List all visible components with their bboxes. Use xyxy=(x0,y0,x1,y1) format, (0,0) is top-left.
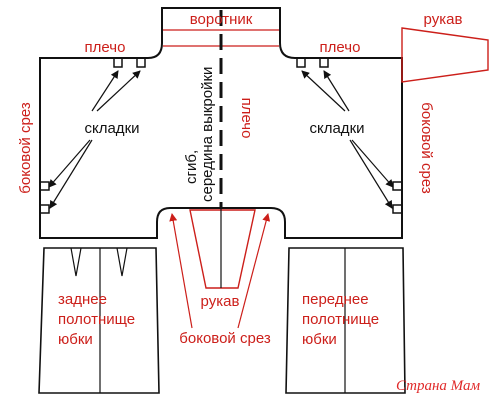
fold-label-line-1: сгиб, xyxy=(183,150,200,184)
back-skirt-dart-2 xyxy=(116,247,128,277)
collar-label: воротник xyxy=(190,11,253,28)
side-seam-arrows xyxy=(169,213,271,329)
folds-left-label: складки xyxy=(84,120,139,137)
side-darts-left xyxy=(41,181,50,214)
fold-arrows-left xyxy=(48,70,141,209)
front-panel-label-1: переднее xyxy=(302,291,369,308)
folds-right-label: складки xyxy=(309,120,364,137)
sleeve-piece-bottom xyxy=(189,209,256,289)
back-skirt-panel xyxy=(38,247,160,394)
side-seam-bottom-label: боковой срез xyxy=(179,330,271,347)
watermark: Страна Мам xyxy=(396,378,481,394)
side-seam-left-label: боковой срез xyxy=(17,102,34,194)
front-skirt-panel xyxy=(285,247,406,394)
shoulder-left-label: плечо xyxy=(85,39,126,56)
shoulder-darts-left xyxy=(113,59,146,68)
fold-label-line-2: середина выкройки xyxy=(199,67,216,202)
back-panel-label-3: юбки xyxy=(58,331,93,348)
sleeve-top-label: рукав xyxy=(424,11,463,28)
shoulder-center-label: плечо xyxy=(238,98,255,139)
front-panel-label-3: юбки xyxy=(302,331,337,348)
sleeve-piece-top xyxy=(401,27,489,83)
front-panel-label-2: полотнище xyxy=(302,311,379,328)
blouse-outline xyxy=(39,7,403,239)
shoulder-right-label: плечо xyxy=(320,39,361,56)
side-seam-right-label: боковой срез xyxy=(418,102,435,194)
back-panel-label-1: заднее xyxy=(58,291,107,308)
back-skirt-dart-1 xyxy=(70,247,82,277)
sleeve-bottom-label: рукав xyxy=(201,293,240,310)
shoulder-darts-right xyxy=(296,59,329,68)
back-panel-label-2: полотнище xyxy=(58,311,135,328)
side-darts-right xyxy=(392,181,401,214)
fold-arrows-right xyxy=(301,70,394,209)
